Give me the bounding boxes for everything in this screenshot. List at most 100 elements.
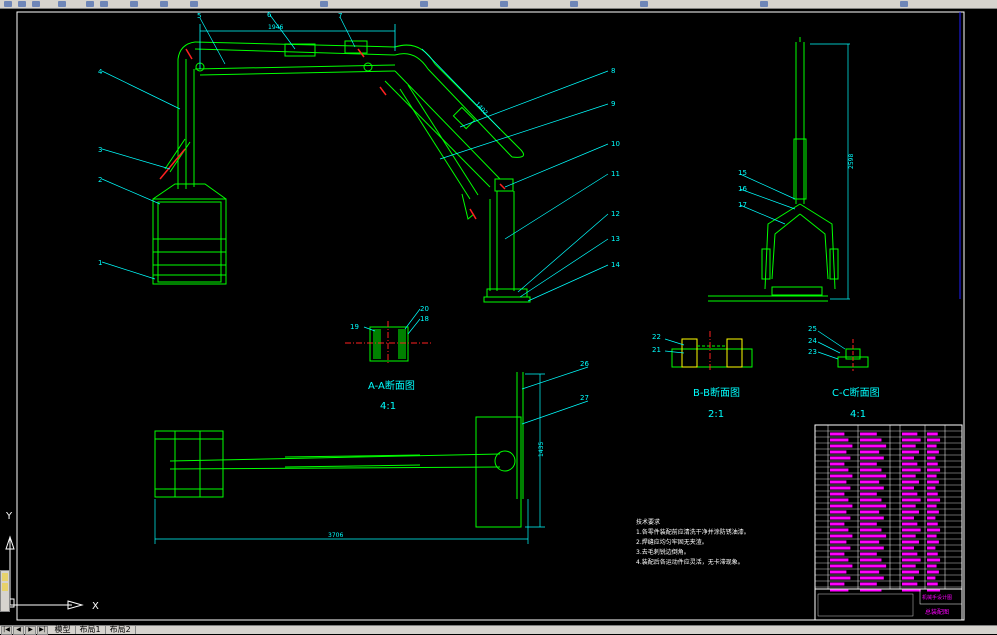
toolbar-button[interactable] xyxy=(86,1,94,7)
bom-cell-text xyxy=(830,522,845,526)
drawing-canvas[interactable]: 1946 1402 1 2 3 4 5 6 7 8 9 10 11 12 13 … xyxy=(0,9,997,625)
bom-cell-text xyxy=(860,558,882,562)
bom-cell-text xyxy=(902,504,916,508)
bom-cell-text xyxy=(927,528,941,532)
balloon-20: 20 xyxy=(420,305,429,313)
toolbar-button[interactable] xyxy=(320,1,328,7)
title-block-name: 机械手设计图 xyxy=(922,594,952,601)
bom-cell-text xyxy=(830,450,847,454)
bom-cell-text xyxy=(860,576,884,580)
bom-cell-text xyxy=(860,516,884,520)
bom-cell-text xyxy=(860,462,877,466)
side-palette xyxy=(0,570,10,612)
bom-cell-text xyxy=(902,570,919,574)
bom-cell-text xyxy=(860,486,884,490)
bom-cell-text xyxy=(927,468,941,472)
toolbar-button[interactable] xyxy=(58,1,66,7)
bom-cell-text xyxy=(830,516,851,520)
section-b-title: B-B断面图 xyxy=(693,386,740,399)
front-view xyxy=(152,40,531,303)
bom-cell-text xyxy=(927,438,941,442)
bom-cell-text xyxy=(860,522,877,526)
toolbar-button[interactable] xyxy=(640,1,648,7)
bom-cell-text xyxy=(902,444,916,448)
bom-cell-text xyxy=(927,504,937,508)
toolbar-button[interactable] xyxy=(190,1,198,7)
bom-cell-text xyxy=(830,480,847,484)
tab-first-button[interactable]: |◀ xyxy=(1,626,12,635)
dim-plan-height: 1435 xyxy=(538,442,545,457)
note-4: 4.装配后各运动件应灵活，无卡滞现象。 xyxy=(636,558,744,566)
bom-cell-text xyxy=(927,534,937,538)
toolbar-button[interactable] xyxy=(18,1,26,7)
tab-layout1[interactable]: 布局1 xyxy=(76,626,106,634)
palette-button[interactable] xyxy=(2,573,8,581)
balloon-4: 4 xyxy=(98,68,103,76)
ucs-x-label: X xyxy=(92,601,99,612)
toolbar-button[interactable] xyxy=(760,1,768,7)
bom-cell-text xyxy=(860,474,887,478)
bom-cell-text xyxy=(927,456,936,460)
balloon-21: 21 xyxy=(652,346,661,354)
bom-cell-text xyxy=(830,564,853,568)
toolbar-button[interactable] xyxy=(570,1,578,7)
bom-cell-text xyxy=(830,576,851,580)
bom-cell-text xyxy=(902,546,914,550)
toolbar-button[interactable] xyxy=(160,1,168,7)
plan-view xyxy=(154,372,524,528)
balloon-14: 14 xyxy=(611,261,620,269)
bom-cell-text xyxy=(927,522,938,526)
bom-cell-text xyxy=(902,522,918,526)
bom-cell-text xyxy=(927,552,938,556)
bom-cell-text xyxy=(927,558,941,562)
toolbar-button[interactable] xyxy=(420,1,428,7)
bom-cell-text xyxy=(830,510,847,514)
section-b: 22 21 B-B断面图 2:1 xyxy=(652,331,753,420)
balloon-18: 18 xyxy=(420,315,429,323)
bom-cell-text xyxy=(830,534,853,538)
bom-cell-text xyxy=(927,432,938,436)
bom-cell-text xyxy=(830,558,849,562)
toolbar-button[interactable] xyxy=(4,1,12,7)
toolbar-button[interactable] xyxy=(900,1,908,7)
toolbar-button[interactable] xyxy=(32,1,40,7)
balloon-1: 1 xyxy=(98,259,102,267)
toolbar-button[interactable] xyxy=(500,1,508,7)
palette-button[interactable] xyxy=(2,583,8,591)
bom-cell-text xyxy=(902,588,921,592)
balloon-26: 26 xyxy=(580,360,589,368)
bom-cell-text xyxy=(927,576,936,580)
bom-cell-text xyxy=(860,582,877,586)
bom-cell-text xyxy=(860,570,880,574)
bom-cell-text xyxy=(902,558,921,562)
bom-cell-text xyxy=(902,510,919,514)
tab-model[interactable]: 模型 xyxy=(51,626,76,634)
tab-next-button[interactable]: ▶ xyxy=(25,626,36,635)
bom-cell-text xyxy=(830,582,845,586)
balloon-8: 8 xyxy=(611,67,615,75)
tab-prev-button[interactable]: ◀ xyxy=(13,626,24,635)
balloon-3: 3 xyxy=(98,146,102,154)
balloon-6: 6 xyxy=(267,11,272,19)
bom-cell-text xyxy=(830,504,853,508)
bom-cell-text xyxy=(830,528,849,532)
bom-cell-text xyxy=(902,528,921,532)
balloon-23: 23 xyxy=(808,348,817,356)
tab-layout2[interactable]: 布局2 xyxy=(106,626,136,634)
bom-cell-text xyxy=(830,486,851,490)
drawing-frame xyxy=(16,11,965,621)
bom-cell-text xyxy=(830,498,849,502)
toolbar-button[interactable] xyxy=(100,1,108,7)
bom-cell-text xyxy=(927,480,939,484)
bom-cell-text xyxy=(902,474,916,478)
bom-cell-text xyxy=(902,534,916,538)
bom-cell-text xyxy=(830,540,847,544)
tab-last-button[interactable]: ▶| xyxy=(37,626,48,635)
bom-cell-text xyxy=(927,546,936,550)
bom-cell-text xyxy=(830,438,849,442)
balloon-5: 5 xyxy=(197,12,201,20)
balloon-9: 9 xyxy=(611,100,615,108)
toolbar-button[interactable] xyxy=(130,1,138,7)
bom-cell-text xyxy=(830,444,853,448)
bom-cell-text xyxy=(927,444,937,448)
